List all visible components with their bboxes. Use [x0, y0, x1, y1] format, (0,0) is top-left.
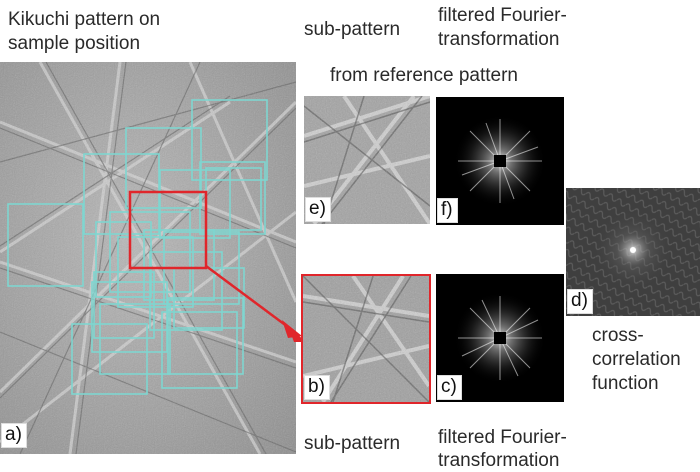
cross-correlation-caption-line2: correlation — [592, 349, 681, 370]
reference-fft-panel: f) — [436, 97, 564, 225]
kikuchi-pattern-image — [0, 62, 296, 454]
selected-roi-box — [128, 190, 208, 270]
cross-correlation-caption-line3: function — [592, 373, 659, 394]
panel-label-d: d) — [567, 289, 593, 314]
kikuchi-pattern-panel: a) — [0, 62, 296, 454]
fourier-caption-top-line1: filtered Fourier- — [438, 5, 567, 26]
fourier-caption-bottom-line1: filtered Fourier- — [438, 427, 567, 448]
panel-label-b: b) — [304, 375, 330, 400]
cross-correlation-image — [566, 188, 700, 316]
panel-label-e: e) — [305, 197, 331, 222]
reference-caption: from reference pattern — [330, 65, 518, 86]
sample-fft-panel: c) — [436, 274, 564, 402]
selection-arrow — [205, 264, 293, 332]
roi-boxes — [7, 99, 268, 395]
panel-label-c: c) — [437, 375, 462, 400]
main-title-line1: Kikuchi pattern on — [8, 9, 161, 30]
subpattern-caption-bottom: sub-pattern — [304, 433, 401, 454]
fourier-caption-bottom-line2: transformation — [438, 450, 560, 471]
sample-subpattern-image — [303, 276, 429, 402]
main-title-line2: sample position — [8, 33, 141, 54]
cross-correlation-caption-line1: cross- — [592, 325, 644, 346]
subpattern-caption-top: sub-pattern — [304, 19, 401, 40]
reference-subpattern-panel: e) — [304, 96, 430, 224]
cross-correlation-panel: d) — [566, 188, 700, 316]
fourier-caption-top-line2: transformation — [438, 29, 560, 50]
panel-label-a: a) — [1, 423, 27, 448]
panel-label-f: f) — [437, 198, 458, 223]
sample-subpattern-panel: b) — [301, 274, 431, 404]
